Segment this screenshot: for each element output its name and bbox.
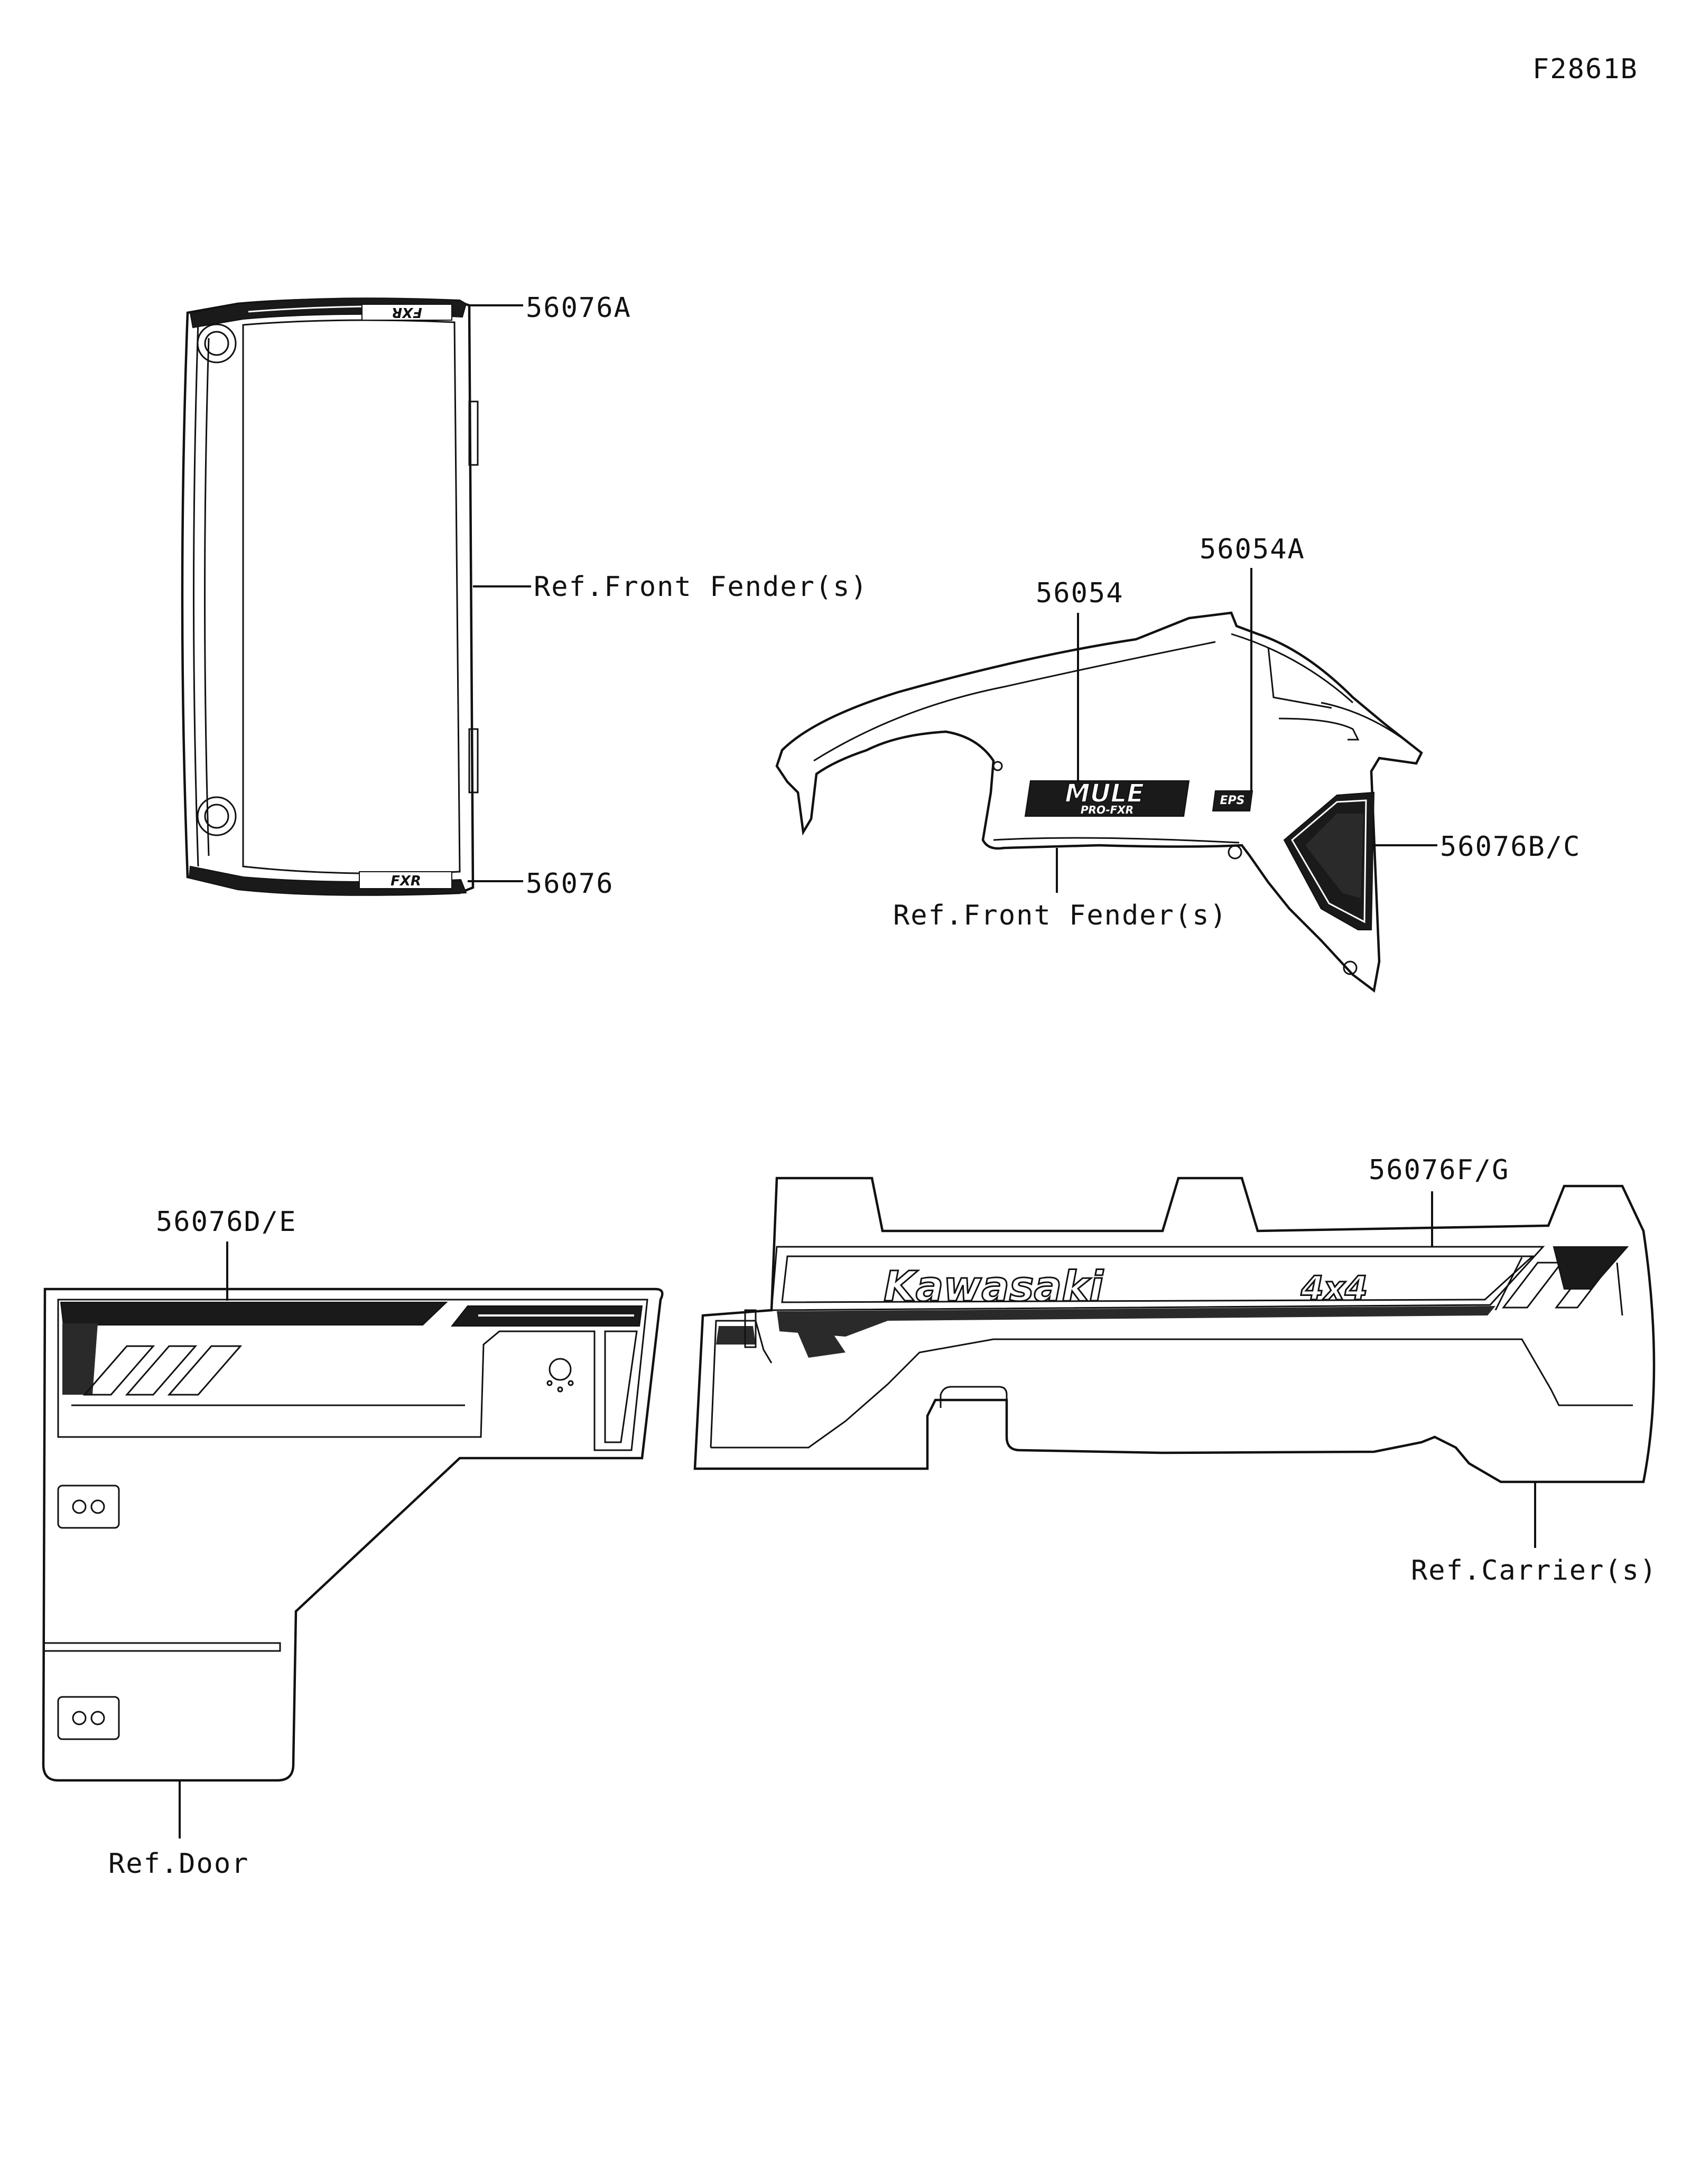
callout-56076B-C: 56076B/C <box>1440 831 1581 863</box>
mule-decal-subtext: PRO-FXR <box>1081 804 1133 816</box>
callout-carrier-ref: Ref.Carrier(s) <box>1411 1555 1657 1586</box>
callout-56076A: 56076A <box>526 292 631 324</box>
carrier-panel-assembly: Kawasaki 4x4 <box>693 1177 1656 1483</box>
kawasaki-decal-text: Kawasaki <box>884 1263 1104 1311</box>
front-fender-assembly: MULE PRO-FXR EPS <box>775 611 1423 993</box>
callout-56076F-G: 56076F/G <box>1369 1154 1509 1186</box>
callout-fender-ref-front-fender: Ref.Front Fender(s) <box>893 900 1228 931</box>
callout-56076: 56076 <box>526 868 614 900</box>
callout-grille-ref-front-fender: Ref.Front Fender(s) <box>534 571 868 603</box>
callout-56054A: 56054A <box>1200 534 1305 565</box>
door-panel-assembly <box>42 1287 664 1782</box>
callout-56054: 56054 <box>1036 577 1124 609</box>
front-grille-assembly: FXR FXR <box>181 297 479 896</box>
eps-decal-text: EPS <box>1220 794 1245 807</box>
callout-door-ref: Ref.Door <box>108 1848 249 1880</box>
diagram-id: F2861B <box>1532 53 1638 85</box>
callout-56076D-E: 56076D/E <box>156 1206 296 1238</box>
mule-decal-text: MULE <box>1065 779 1144 808</box>
grille-bottom-decal-text: FXR <box>391 873 421 889</box>
grille-top-decal-text: FXR <box>392 304 422 320</box>
four-by-four-decal-text: 4x4 <box>1300 1269 1368 1308</box>
